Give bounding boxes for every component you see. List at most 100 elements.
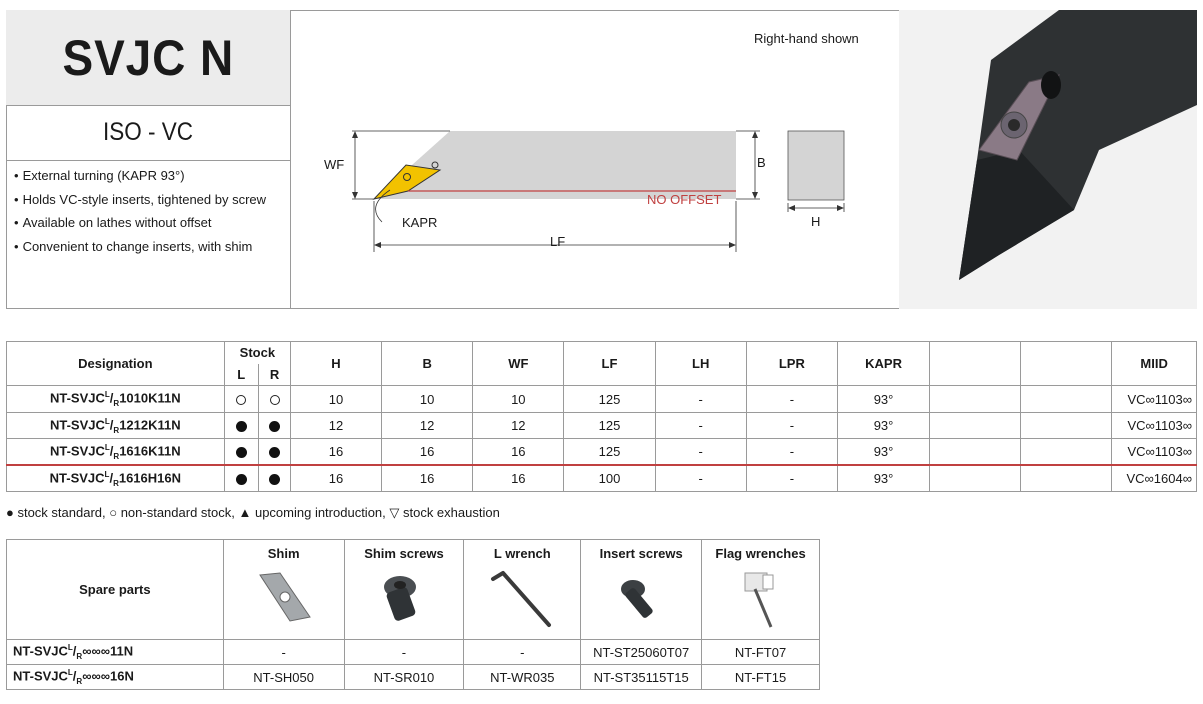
col-l-wrench: L wrench xyxy=(463,539,582,640)
h-cell: 16 xyxy=(290,464,382,492)
product-subtitle-cell: ISO - VC xyxy=(6,105,291,161)
b-cell: 10 xyxy=(380,385,474,413)
designation-slash: / xyxy=(109,390,114,406)
blank-cell xyxy=(928,464,1021,492)
designation-prefix: NT-SVJC xyxy=(49,469,105,485)
blank-cell xyxy=(1019,412,1113,439)
spare-part-cell: NT-FT07 xyxy=(701,639,820,665)
tool-body-shape xyxy=(374,131,736,199)
stock-nonstandard-icon xyxy=(269,395,280,406)
wf-label: WF xyxy=(324,157,345,172)
right-hand-note: Right-hand shown xyxy=(754,31,859,46)
b-cell: 12 xyxy=(380,412,474,439)
col-flag-wrenches: Flag wrenches xyxy=(701,539,820,640)
feature-item: External turning (KAPR 93°) xyxy=(14,164,290,188)
feature-item: Available on lathes without offset xyxy=(14,211,290,235)
designation-r-mark: R xyxy=(113,398,120,408)
designation-suffix: 1616H16N xyxy=(118,469,181,485)
lh-cell: - xyxy=(654,464,747,492)
product-title-cell: SVJC N xyxy=(6,10,291,106)
spare-part-cell: - xyxy=(222,639,345,665)
spare-part-cell: NT-WR035 xyxy=(463,664,582,690)
designation-l-mark: L xyxy=(104,442,110,452)
designation-suffix: 1616K11N xyxy=(119,442,181,458)
feature-item: Convenient to change inserts, with shim xyxy=(14,235,290,259)
insert-screw-icon xyxy=(621,580,653,618)
lf-label: LF xyxy=(550,234,566,249)
product-subtitle: ISO - VC xyxy=(102,118,193,146)
blank-cell xyxy=(1019,385,1113,413)
miid-cell: VC∞1103∞ xyxy=(1111,385,1197,413)
col-kapr: KAPR xyxy=(837,341,930,386)
lf-cell: 100 xyxy=(563,464,656,492)
designation-cell: NT-SVJCL/R1616K11N xyxy=(6,438,225,466)
designation-cell: NT-SVJCL/R1616H16N xyxy=(6,464,225,492)
designation-cell: NT-SVJCL/R1010K11N xyxy=(6,385,225,413)
spare-designation-slash: / xyxy=(72,643,77,659)
stock-standard-icon xyxy=(269,474,280,486)
spare-parts-label: Spare parts xyxy=(6,539,224,640)
spare-designation-slash: / xyxy=(72,668,77,684)
kapr-cell: 93° xyxy=(837,464,930,492)
blank-cell xyxy=(928,385,1021,413)
spare-part-cell: NT-ST25060T07 xyxy=(580,639,703,665)
insert-screw-icon xyxy=(403,173,411,181)
col-shim-label: Shim xyxy=(267,546,300,561)
stock-l-cell xyxy=(223,385,259,413)
spare-part-cell: NT-FT15 xyxy=(701,664,820,690)
lpr-cell: - xyxy=(745,412,839,439)
features-cell: External turning (KAPR 93°) Holds VC-sty… xyxy=(6,160,291,309)
stock-standard-icon xyxy=(269,421,280,433)
designation-prefix: NT-SVJC xyxy=(49,390,105,406)
lh-cell: - xyxy=(654,438,747,466)
stock-standard-icon xyxy=(269,447,280,459)
miid-cell: VC∞1604∞ xyxy=(1111,464,1197,492)
insert-shape xyxy=(372,164,442,200)
product-title: SVJC N xyxy=(62,29,234,86)
spare-part-cell: NT-SH050 xyxy=(222,664,345,690)
features-list: External turning (KAPR 93°) Holds VC-sty… xyxy=(14,164,290,258)
shim-icon xyxy=(258,572,311,622)
stock-l-cell xyxy=(223,464,259,492)
kapr-cell: 93° xyxy=(837,438,930,466)
col-stock: Stock xyxy=(223,341,292,364)
blank-cell xyxy=(928,438,1021,466)
kapr-label: KAPR xyxy=(402,215,438,230)
stock-standard-icon xyxy=(235,447,247,459)
spare-designation-suffix: ∞∞∞11N xyxy=(82,643,134,659)
blank-cell xyxy=(1019,464,1113,492)
col-stock-l: L xyxy=(223,363,259,386)
designation-table: Designation Stock H B WF LF LH LPR KAPR … xyxy=(6,341,1197,492)
kapr-arc xyxy=(375,189,391,223)
spare-designation-prefix: NT-SVJC xyxy=(13,643,68,659)
lf-cell: 125 xyxy=(563,438,656,466)
stock-r-cell xyxy=(257,412,292,439)
spare-parts-table: Spare parts Shim Shim screws L wrench In… xyxy=(6,539,820,690)
designation-suffix: 1212K11N xyxy=(119,416,181,432)
designation-slash: / xyxy=(109,469,114,485)
col-insert-screws-label: Insert screws xyxy=(599,546,683,561)
spare-designation-r-mark: R xyxy=(76,651,83,661)
spare-designation-l-mark: L xyxy=(67,643,73,653)
spare-part-cell: NT-ST35115T15 xyxy=(580,664,703,690)
col-designation: Designation xyxy=(6,341,225,386)
designation-l-mark: L xyxy=(104,469,110,479)
miid-cell: VC∞1103∞ xyxy=(1111,412,1197,439)
wf-cell: 16 xyxy=(472,438,565,466)
stock-legend: ● stock standard, ○ non-standard stock, … xyxy=(6,505,500,520)
col-shim-screws: Shim screws xyxy=(343,539,465,640)
lpr-cell: - xyxy=(745,385,839,413)
col-insert-screws: Insert screws xyxy=(580,539,703,640)
shim-screw-icon xyxy=(383,576,416,621)
spare-designation-cell: NT-SVJCL/R∞∞∞11N xyxy=(6,639,224,665)
col-flag-wrenches-label: Flag wrenches xyxy=(715,546,806,561)
designation-suffix: 1010K11N xyxy=(119,390,181,406)
spare-part-cell: - xyxy=(463,639,582,665)
designation-prefix: NT-SVJC xyxy=(49,416,105,432)
spare-part-cell: NT-SR010 xyxy=(343,664,465,690)
col-lpr: LPR xyxy=(745,341,839,386)
col-l-wrench-label: L wrench xyxy=(493,546,551,561)
